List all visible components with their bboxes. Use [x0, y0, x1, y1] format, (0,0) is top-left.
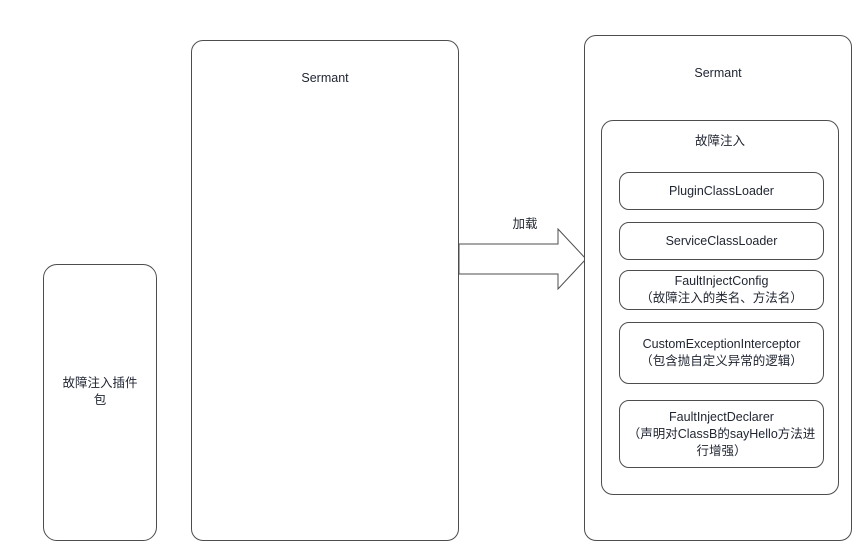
fault-injection-group-box: 故障注入 PluginClassLoader ServiceClassLoade…	[601, 120, 839, 495]
component-custom-exception-interceptor: CustomExceptionInterceptor （包含抛自定义异常的逻辑）	[619, 322, 824, 384]
component-title: FaultInjectConfig	[674, 274, 769, 288]
plugin-package-label: 故障注入插件 包	[62, 376, 138, 407]
component-subtitle: （声明对ClassB的sayHello方法进行增强）	[627, 426, 816, 458]
sermant-plain-label: Sermant	[301, 71, 349, 85]
component-service-classloader: ServiceClassLoader	[619, 222, 824, 260]
sermant-plain-box: Sermant	[191, 40, 459, 541]
fault-injection-group-label: 故障注入	[694, 134, 745, 148]
component-fault-inject-config: FaultInjectConfig （故障注入的类名、方法名）	[619, 270, 824, 310]
component-fault-inject-declarer: FaultInjectDeclarer （声明对ClassB的sayHello方…	[619, 400, 824, 468]
component-title: PluginClassLoader	[669, 183, 774, 198]
component-title: ServiceClassLoader	[665, 233, 778, 248]
component-subtitle: （故障注入的类名、方法名）	[640, 291, 803, 305]
sermant-rich-box: Sermant 故障注入 PluginClassLoader ServiceCl…	[584, 35, 852, 541]
load-arrow-label: 加载	[512, 217, 538, 231]
plugin-package-box: 故障注入插件 包	[43, 264, 157, 541]
component-title: CustomExceptionInterceptor	[642, 337, 801, 351]
component-title: FaultInjectDeclarer	[669, 409, 774, 424]
component-subtitle: （包含抛自定义异常的逻辑）	[640, 354, 803, 368]
component-plugin-classloader: PluginClassLoader	[619, 172, 824, 210]
block-arrow-right-icon	[458, 228, 588, 290]
sermant-rich-label: Sermant	[694, 66, 742, 80]
